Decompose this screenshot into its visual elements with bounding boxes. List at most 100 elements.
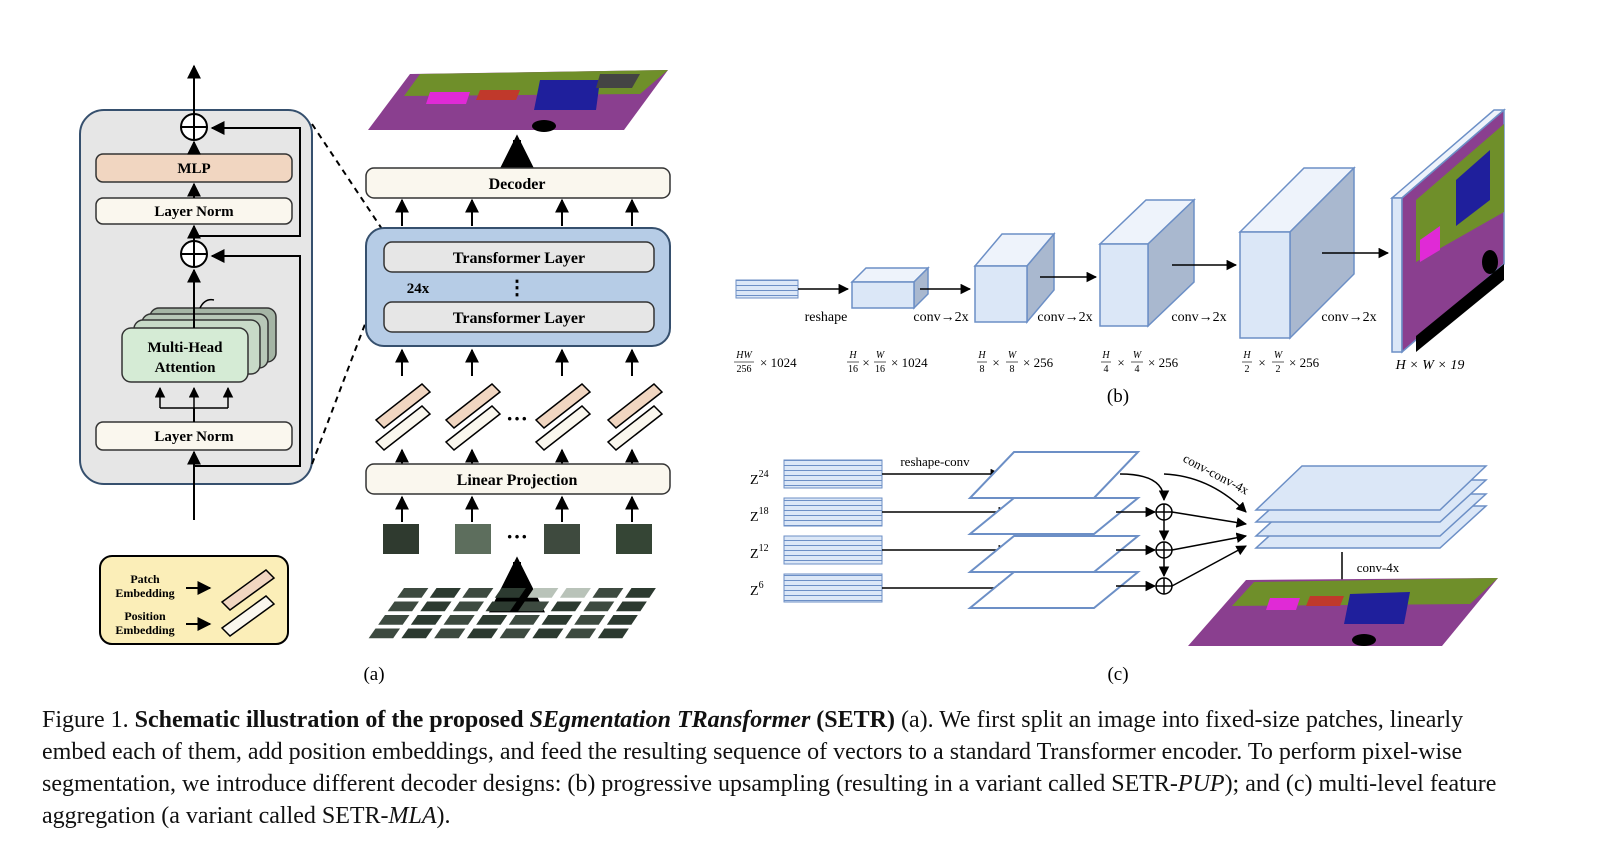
dim-5: H × W × 19: [1395, 358, 1465, 373]
image-patch-tile: [624, 588, 656, 598]
sequence-features: [735, 279, 799, 299]
dim-1-rest: × 1024: [891, 355, 928, 370]
z24-label: Z24: [750, 469, 769, 488]
encoder-input-arrows: [395, 348, 639, 376]
feature-map-3: [1098, 198, 1196, 328]
decoder-label: Decoder: [489, 176, 546, 193]
dim-3-w-num: W: [1133, 350, 1143, 361]
caption-bold-italic: SEgmentation TRansformer: [529, 707, 811, 733]
dim-1-h-num: H: [848, 350, 857, 361]
dim-4-w-num: W: [1274, 350, 1284, 361]
embedding-legend: Patch Embedding Position Embedding: [99, 555, 289, 645]
pup-dimensions: HW 256 × 1024 H 16 × W 16 × 1024 H 8 × W…: [734, 350, 1464, 375]
patch-arrows: [395, 495, 639, 522]
image-patch-tile: [410, 615, 443, 625]
attention-label-1: Multi-Head: [148, 340, 224, 356]
dim-2-h-num: H: [977, 350, 986, 361]
z6-label: Z6: [750, 580, 764, 599]
dim-2-x: ×: [992, 355, 999, 370]
image-patch-tile: [485, 601, 517, 612]
caption-body-3: ).: [436, 803, 451, 829]
reshape-conv-label: reshape-conv: [900, 454, 970, 469]
image-patch-tile: [434, 628, 466, 639]
image-patch-tile: [550, 601, 582, 612]
image-patch-tile: [574, 615, 606, 625]
vertical-dots: ⋮: [507, 277, 527, 299]
dim-3-h-num: H: [1101, 350, 1110, 361]
image-patch-tile: [565, 628, 597, 639]
dim-1-w-num: W: [876, 350, 886, 361]
legend-patch-1: Patch: [130, 572, 160, 586]
image-patch-tile: [583, 601, 615, 612]
caption-italic-1: PUP: [1177, 771, 1225, 797]
dim-1-x: ×: [862, 355, 869, 370]
caption-bold-2: (SETR): [810, 707, 895, 733]
caption-prefix: Figure 1.: [42, 707, 135, 733]
image-patch-tile: [508, 615, 540, 625]
concat-plane-1: [1254, 465, 1488, 511]
op-conv-3: conv→2x: [1171, 310, 1226, 325]
image-patch-tile: [592, 588, 624, 598]
dim-3-h-den: 4: [1104, 364, 1109, 375]
dim-1-w-den: 16: [875, 364, 885, 375]
image-patch-tile: [541, 615, 573, 625]
decoder-input-arrows: [395, 198, 639, 226]
projection-output-arrows: [395, 448, 639, 464]
image-patch-tile: [462, 588, 494, 598]
op-conv-2: conv→2x: [1037, 310, 1092, 325]
dim-4-rest: × 256: [1289, 355, 1320, 370]
image-patch-tile: [387, 601, 419, 612]
dim-2-h-den: 8: [980, 364, 985, 375]
encoder-block: Layer Norm Multi-Head Attention Layer No…: [79, 64, 313, 520]
panel-a-label: (a): [363, 664, 384, 685]
repeat-label: 24x: [407, 281, 430, 297]
image-patch-tile: [466, 628, 499, 639]
image-patch-tile: [397, 588, 429, 598]
image-patch-tile: [378, 615, 410, 625]
plane-z12: [967, 535, 1141, 573]
legend-position-1: Position: [124, 609, 166, 623]
image-patch-tile: [518, 601, 550, 612]
transformer-layer-bottom-label: Transformer Layer: [453, 310, 585, 327]
image-patches: ···: [383, 524, 652, 554]
z12-label: Z12: [750, 543, 769, 562]
op-conv-1: conv→2x: [913, 310, 968, 325]
image-patch-tile: [476, 615, 508, 625]
image-patch-tile: [597, 628, 629, 639]
image-patch-tile: [527, 588, 559, 598]
plane-z6: [967, 571, 1141, 609]
plane-z24: [967, 451, 1141, 499]
dim-2-w-num: W: [1008, 350, 1018, 361]
z18-label: Z18: [750, 506, 769, 525]
panel-b-label: (b): [1107, 386, 1129, 407]
dim-4-w-den: 2: [1276, 364, 1281, 375]
conv-4x-label: conv-4x: [1357, 560, 1400, 575]
z12-features: [783, 535, 883, 565]
transformer-encoder: Transformer Layer 24x ⋮ Transformer Laye…: [365, 227, 671, 347]
dim-0-den: 256: [737, 364, 752, 375]
image-patch-tile: [429, 588, 461, 598]
dim-0-num: HW: [735, 350, 753, 361]
z24-features: [783, 459, 883, 489]
image-patch-tile: [420, 601, 452, 612]
caption-body-1: (a). We first split an image into fixed-…: [42, 707, 1464, 797]
plane-z18: [967, 497, 1141, 535]
dim-3-w-den: 4: [1135, 364, 1140, 375]
panel-c-label: (c): [1107, 664, 1128, 685]
dim-4-h-den: 2: [1245, 364, 1250, 375]
dim-3-rest: × 256: [1148, 355, 1179, 370]
setr-figure: Layer Norm Multi-Head Attention Layer No…: [79, 64, 1507, 685]
layer-norm-top-label: Layer Norm: [154, 204, 234, 220]
pup-decoder: reshape conv→2x conv→2x conv→2x: [735, 108, 1507, 354]
dim-2-w-den: 8: [1010, 364, 1015, 375]
pup-output: [1389, 108, 1507, 354]
segmentation-output-a: [368, 70, 668, 132]
legend-patch-2: Embedding: [115, 586, 174, 600]
linear-projection-label: Linear Projection: [457, 472, 578, 489]
image-patch-tile: [401, 628, 433, 639]
op-reshape: reshape: [805, 310, 848, 325]
caption-bold-1: Schematic illustration of the proposed: [134, 707, 530, 733]
layer-norm-bottom-label: Layer Norm: [154, 429, 234, 445]
transformer-layer-top-label: Transformer Layer: [453, 250, 585, 267]
dim-3-x: ×: [1117, 355, 1124, 370]
